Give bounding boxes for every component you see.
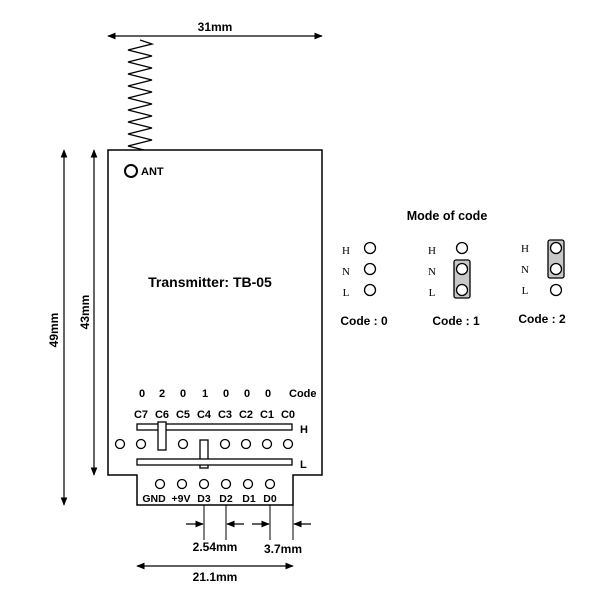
mode-0-label: Code : 0 — [340, 314, 388, 328]
channel-label-c0: C0 — [281, 409, 295, 421]
pin-label-d0: D0 — [263, 493, 277, 505]
code-value-c7: 0 — [139, 388, 145, 400]
pin-d3 — [198, 478, 210, 490]
pin-9v — [176, 478, 188, 490]
dim-edge-label: 3.7mm — [264, 542, 302, 556]
channel-label-c3: C3 — [218, 409, 232, 421]
pin-label-d2: D2 — [219, 493, 233, 505]
mode-1-pad-h — [455, 241, 469, 255]
antenna-pad — [124, 164, 138, 178]
channel-label-c4: C4 — [197, 409, 212, 421]
jumper-pad — [114, 438, 126, 450]
mode-of-code-title: Mode of code — [407, 209, 488, 223]
mode-0-row-n: N — [342, 266, 350, 278]
channel-label-c5: C5 — [176, 409, 190, 421]
dim-total-height-label: 49mm — [47, 313, 61, 348]
code-value-c6: 2 — [159, 388, 165, 400]
code-value-c1: 0 — [265, 388, 271, 400]
pin-label-d1: D1 — [242, 493, 256, 505]
pin-d2 — [220, 478, 232, 490]
mode-1-pad-n — [455, 262, 469, 276]
mode-0-pad-h — [363, 241, 377, 255]
mode-2-pad-n — [549, 262, 563, 276]
low-rail — [136, 458, 293, 466]
code-value-c2: 0 — [244, 388, 250, 400]
dim-top-width-label: 31mm — [198, 20, 233, 34]
antenna-spring — [126, 39, 155, 166]
jumper-pad — [177, 438, 189, 450]
channel-label-c1: C1 — [260, 409, 274, 421]
jumper-c4-low — [199, 439, 209, 469]
pin-d0 — [264, 478, 276, 490]
mode-0-pad-l — [363, 283, 377, 297]
mode-2-group: H N L Code : 2 — [518, 239, 566, 326]
dim-pitch-label: 2.54mm — [193, 540, 238, 554]
connector-pins — [154, 478, 276, 490]
code-header: Code — [289, 388, 317, 400]
dim-bottom-width-label: 21.1mm — [193, 570, 238, 584]
pin-labels: GND +9V D3 D2 D1 D0 — [142, 493, 277, 505]
pin-d1 — [242, 478, 254, 490]
dim-board-height-label: 43mm — [78, 295, 92, 330]
mode-2-pad-h — [549, 241, 563, 255]
jumper-pad — [282, 438, 294, 450]
mode-2-label: Code : 2 — [518, 312, 566, 326]
high-rail — [136, 423, 293, 431]
mode-2-pad-l — [549, 283, 563, 297]
mode-1-row-n: N — [428, 266, 436, 278]
mode-2-row-n: N — [521, 264, 529, 276]
mode-2-row-l: L — [522, 285, 529, 297]
board-outline — [107, 149, 323, 506]
channel-labels-row: C7 C6 C5 C4 C3 C2 C1 C0 — [134, 409, 295, 421]
mode-0-pad-n — [363, 262, 377, 276]
jumper-c6-high — [157, 421, 167, 451]
channel-label-c6: C6 — [155, 409, 169, 421]
mode-1-row-h: H — [428, 245, 436, 257]
mode-2-row-h: H — [521, 243, 529, 255]
low-rail-label: L — [300, 459, 307, 471]
channel-label-c2: C2 — [239, 409, 253, 421]
high-rail-label: H — [300, 424, 308, 436]
mode-1-row-l: L — [429, 287, 436, 299]
code-value-c4: 1 — [202, 388, 208, 400]
jumper-pad — [261, 438, 273, 450]
mode-0-group: H N L Code : 0 — [340, 241, 388, 328]
pin-gnd — [154, 478, 166, 490]
code-values-row: 0 2 0 1 0 0 0 — [139, 388, 271, 400]
code-value-c3: 0 — [223, 388, 229, 400]
pin-label-d3: D3 — [197, 493, 211, 505]
mode-1-label: Code : 1 — [432, 314, 480, 328]
pin-label-9v: +9V — [172, 493, 191, 505]
jumper-pads-row — [114, 438, 294, 450]
jumper-pad — [219, 438, 231, 450]
pin-label-gnd: GND — [142, 493, 166, 505]
channel-label-c7: C7 — [134, 409, 148, 421]
mode-1-pad-l — [455, 283, 469, 297]
jumper-pad — [240, 438, 252, 450]
jumper-pad — [135, 438, 147, 450]
mode-0-row-l: L — [343, 287, 350, 299]
mode-0-row-h: H — [342, 245, 350, 257]
mode-1-group: H N L Code : 1 — [428, 241, 480, 328]
antenna-label: ANT — [141, 166, 164, 178]
code-value-c5: 0 — [180, 388, 186, 400]
board-title: Transmitter: TB-05 — [148, 274, 272, 290]
